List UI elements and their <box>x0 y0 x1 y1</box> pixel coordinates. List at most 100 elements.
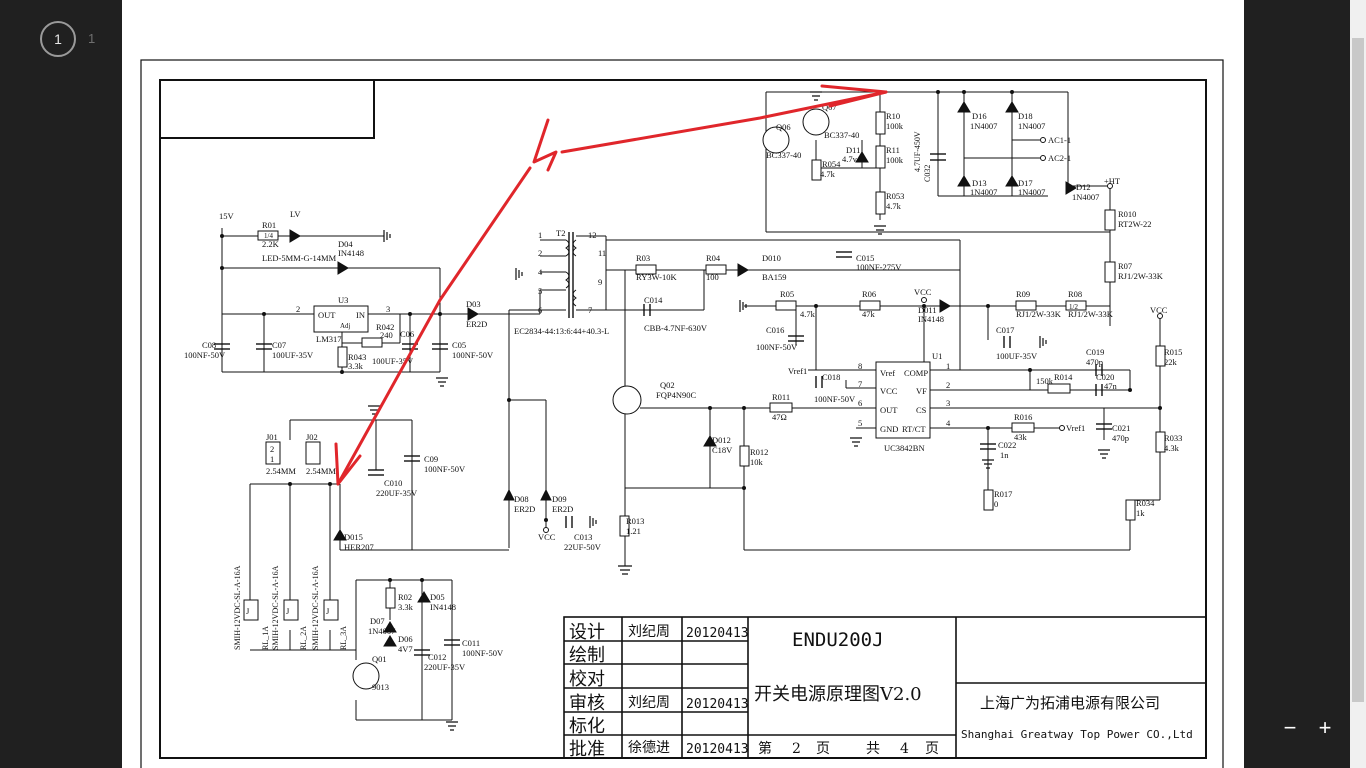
svg-text:C017: C017 <box>996 325 1014 335</box>
svg-text:RL_3A: RL_3A <box>339 626 348 650</box>
svg-text:2: 2 <box>296 304 300 314</box>
svg-text:5: 5 <box>538 286 542 296</box>
svg-text:RJ1/2W-33K: RJ1/2W-33K <box>1068 309 1114 319</box>
title-block-text: 设计 绘制 校对 审核 标化 批准 刘纪周 刘纪周 徐德进 20120413 2… <box>569 622 1193 760</box>
svg-text:C05: C05 <box>452 340 466 350</box>
svg-text:AC1-1: AC1-1 <box>1048 135 1071 145</box>
svg-text:7: 7 <box>588 305 592 315</box>
svg-text:C08: C08 <box>202 340 216 350</box>
svg-text:C013: C013 <box>574 532 592 542</box>
svg-text:100k: 100k <box>886 121 904 131</box>
svg-text:5: 5 <box>858 418 862 428</box>
svg-text:R05: R05 <box>780 289 794 299</box>
svg-text:2.2K: 2.2K <box>262 239 280 249</box>
svg-text:ER2D: ER2D <box>552 504 573 514</box>
svg-text:20120413: 20120413 <box>686 742 749 757</box>
svg-text:2: 2 <box>270 444 274 454</box>
svg-text:C015: C015 <box>856 253 874 263</box>
lightning-mark <box>532 118 558 172</box>
svg-text:22UF-50V: 22UF-50V <box>564 542 602 552</box>
svg-text:1.21: 1.21 <box>626 526 641 536</box>
svg-text:C021: C021 <box>1112 423 1130 433</box>
capacitor-symbols <box>214 153 1112 656</box>
zoom-in-button[interactable]: + <box>1318 715 1332 740</box>
svg-text:C06: C06 <box>400 329 414 339</box>
svg-text:第: 第 <box>758 740 772 757</box>
svg-text:C014: C014 <box>644 295 663 305</box>
svg-text:U1: U1 <box>932 351 942 361</box>
current-page-indicator[interactable]: 1 <box>40 21 76 57</box>
svg-text:J01: J01 <box>266 432 278 442</box>
svg-text:Shanghai Greatway Top Power CO: Shanghai Greatway Top Power CO.,Ltd <box>961 728 1193 741</box>
svg-text:150k: 150k <box>1036 376 1054 386</box>
svg-text:徐德进: 徐德进 <box>628 740 670 756</box>
svg-text:C18V: C18V <box>712 445 733 455</box>
svg-text:2: 2 <box>946 380 950 390</box>
left-panel: 1 1 <box>0 0 122 768</box>
svg-text:47n: 47n <box>1104 381 1118 391</box>
svg-text:1: 1 <box>270 454 274 464</box>
svg-text:C016: C016 <box>766 325 784 335</box>
arrow-to-bottom <box>336 166 532 486</box>
svg-text:R01: R01 <box>262 220 276 230</box>
svg-text:12: 12 <box>588 230 597 240</box>
svg-text:10k: 10k <box>750 457 764 467</box>
svg-text:1: 1 <box>946 361 950 371</box>
svg-text:T2: T2 <box>556 228 565 238</box>
svg-text:IN4148: IN4148 <box>918 314 944 324</box>
svg-text:4.7k: 4.7k <box>800 309 816 319</box>
svg-text:刘纪周: 刘纪周 <box>628 624 670 640</box>
svg-text:1N4007: 1N4007 <box>1018 121 1045 131</box>
svg-text:开关电源原理图V2.0: 开关电源原理图V2.0 <box>754 684 922 705</box>
svg-text:470p: 470p <box>1112 433 1129 443</box>
total-pages-label: 1 <box>88 31 96 46</box>
svg-text:R09: R09 <box>1016 289 1030 299</box>
svg-text:批准: 批准 <box>569 739 605 760</box>
svg-text:J: J <box>246 606 250 616</box>
svg-text:Q06: Q06 <box>776 122 791 132</box>
svg-text:ER2D: ER2D <box>514 504 535 514</box>
svg-text:1N4007: 1N4007 <box>970 121 997 131</box>
svg-text:D03: D03 <box>466 299 481 309</box>
svg-text:Vref1: Vref1 <box>788 366 807 376</box>
schematic-drawing: 设计 绘制 校对 审核 标化 批准 刘纪周 刘纪周 徐德进 20120413 2… <box>140 59 1224 768</box>
arrowhead-bottom <box>334 442 362 486</box>
svg-text:J: J <box>286 606 290 616</box>
svg-text:1/2: 1/2 <box>1069 303 1078 311</box>
svg-text:4.3k: 4.3k <box>1164 443 1180 453</box>
svg-text:标化: 标化 <box>569 716 605 737</box>
document-viewer[interactable]: 设计 绘制 校对 审核 标化 批准 刘纪周 刘纪周 徐德进 20120413 2… <box>122 0 1244 768</box>
svg-text:47k: 47k <box>862 309 876 319</box>
svg-text:R011: R011 <box>772 392 790 402</box>
svg-text:9013: 9013 <box>372 682 389 692</box>
svg-text:IN4148: IN4148 <box>430 602 456 612</box>
svg-text:D05: D05 <box>430 592 445 602</box>
svg-text:4.7UF-450V: 4.7UF-450V <box>913 131 922 172</box>
svg-text:3: 3 <box>946 398 950 408</box>
svg-text:100k: 100k <box>886 155 904 165</box>
svg-text:100NF-50V: 100NF-50V <box>462 648 504 658</box>
svg-text:100NF-50V: 100NF-50V <box>814 394 856 404</box>
svg-text:100UF-35V: 100UF-35V <box>272 350 314 360</box>
svg-text:D06: D06 <box>398 634 413 644</box>
svg-text:100UF-35V: 100UF-35V <box>996 351 1038 361</box>
svg-text:D12: D12 <box>1076 182 1091 192</box>
zoom-out-button[interactable]: − <box>1283 715 1297 740</box>
svg-text:4.7v: 4.7v <box>842 154 858 164</box>
svg-text:D07: D07 <box>370 616 385 626</box>
svg-text:SMIH-12VDC-SL-A-16A: SMIH-12VDC-SL-A-16A <box>311 565 320 650</box>
svg-text:GND: GND <box>880 424 898 434</box>
svg-text:FQP4N90C: FQP4N90C <box>656 390 696 400</box>
svg-text:6: 6 <box>858 398 862 408</box>
outer-border <box>140 59 1224 768</box>
svg-text:R043: R043 <box>348 352 366 362</box>
scrollbar-thumb[interactable] <box>1352 38 1364 702</box>
svg-text:1N4007: 1N4007 <box>970 187 997 197</box>
svg-text:Q01: Q01 <box>372 654 387 664</box>
svg-text:IN: IN <box>356 310 365 320</box>
svg-text:OUT: OUT <box>880 405 898 415</box>
svg-text:RL_1A: RL_1A <box>261 626 270 650</box>
svg-text:8: 8 <box>858 361 862 371</box>
title-block <box>563 616 1207 759</box>
svg-text:100NF-50V: 100NF-50V <box>424 464 466 474</box>
